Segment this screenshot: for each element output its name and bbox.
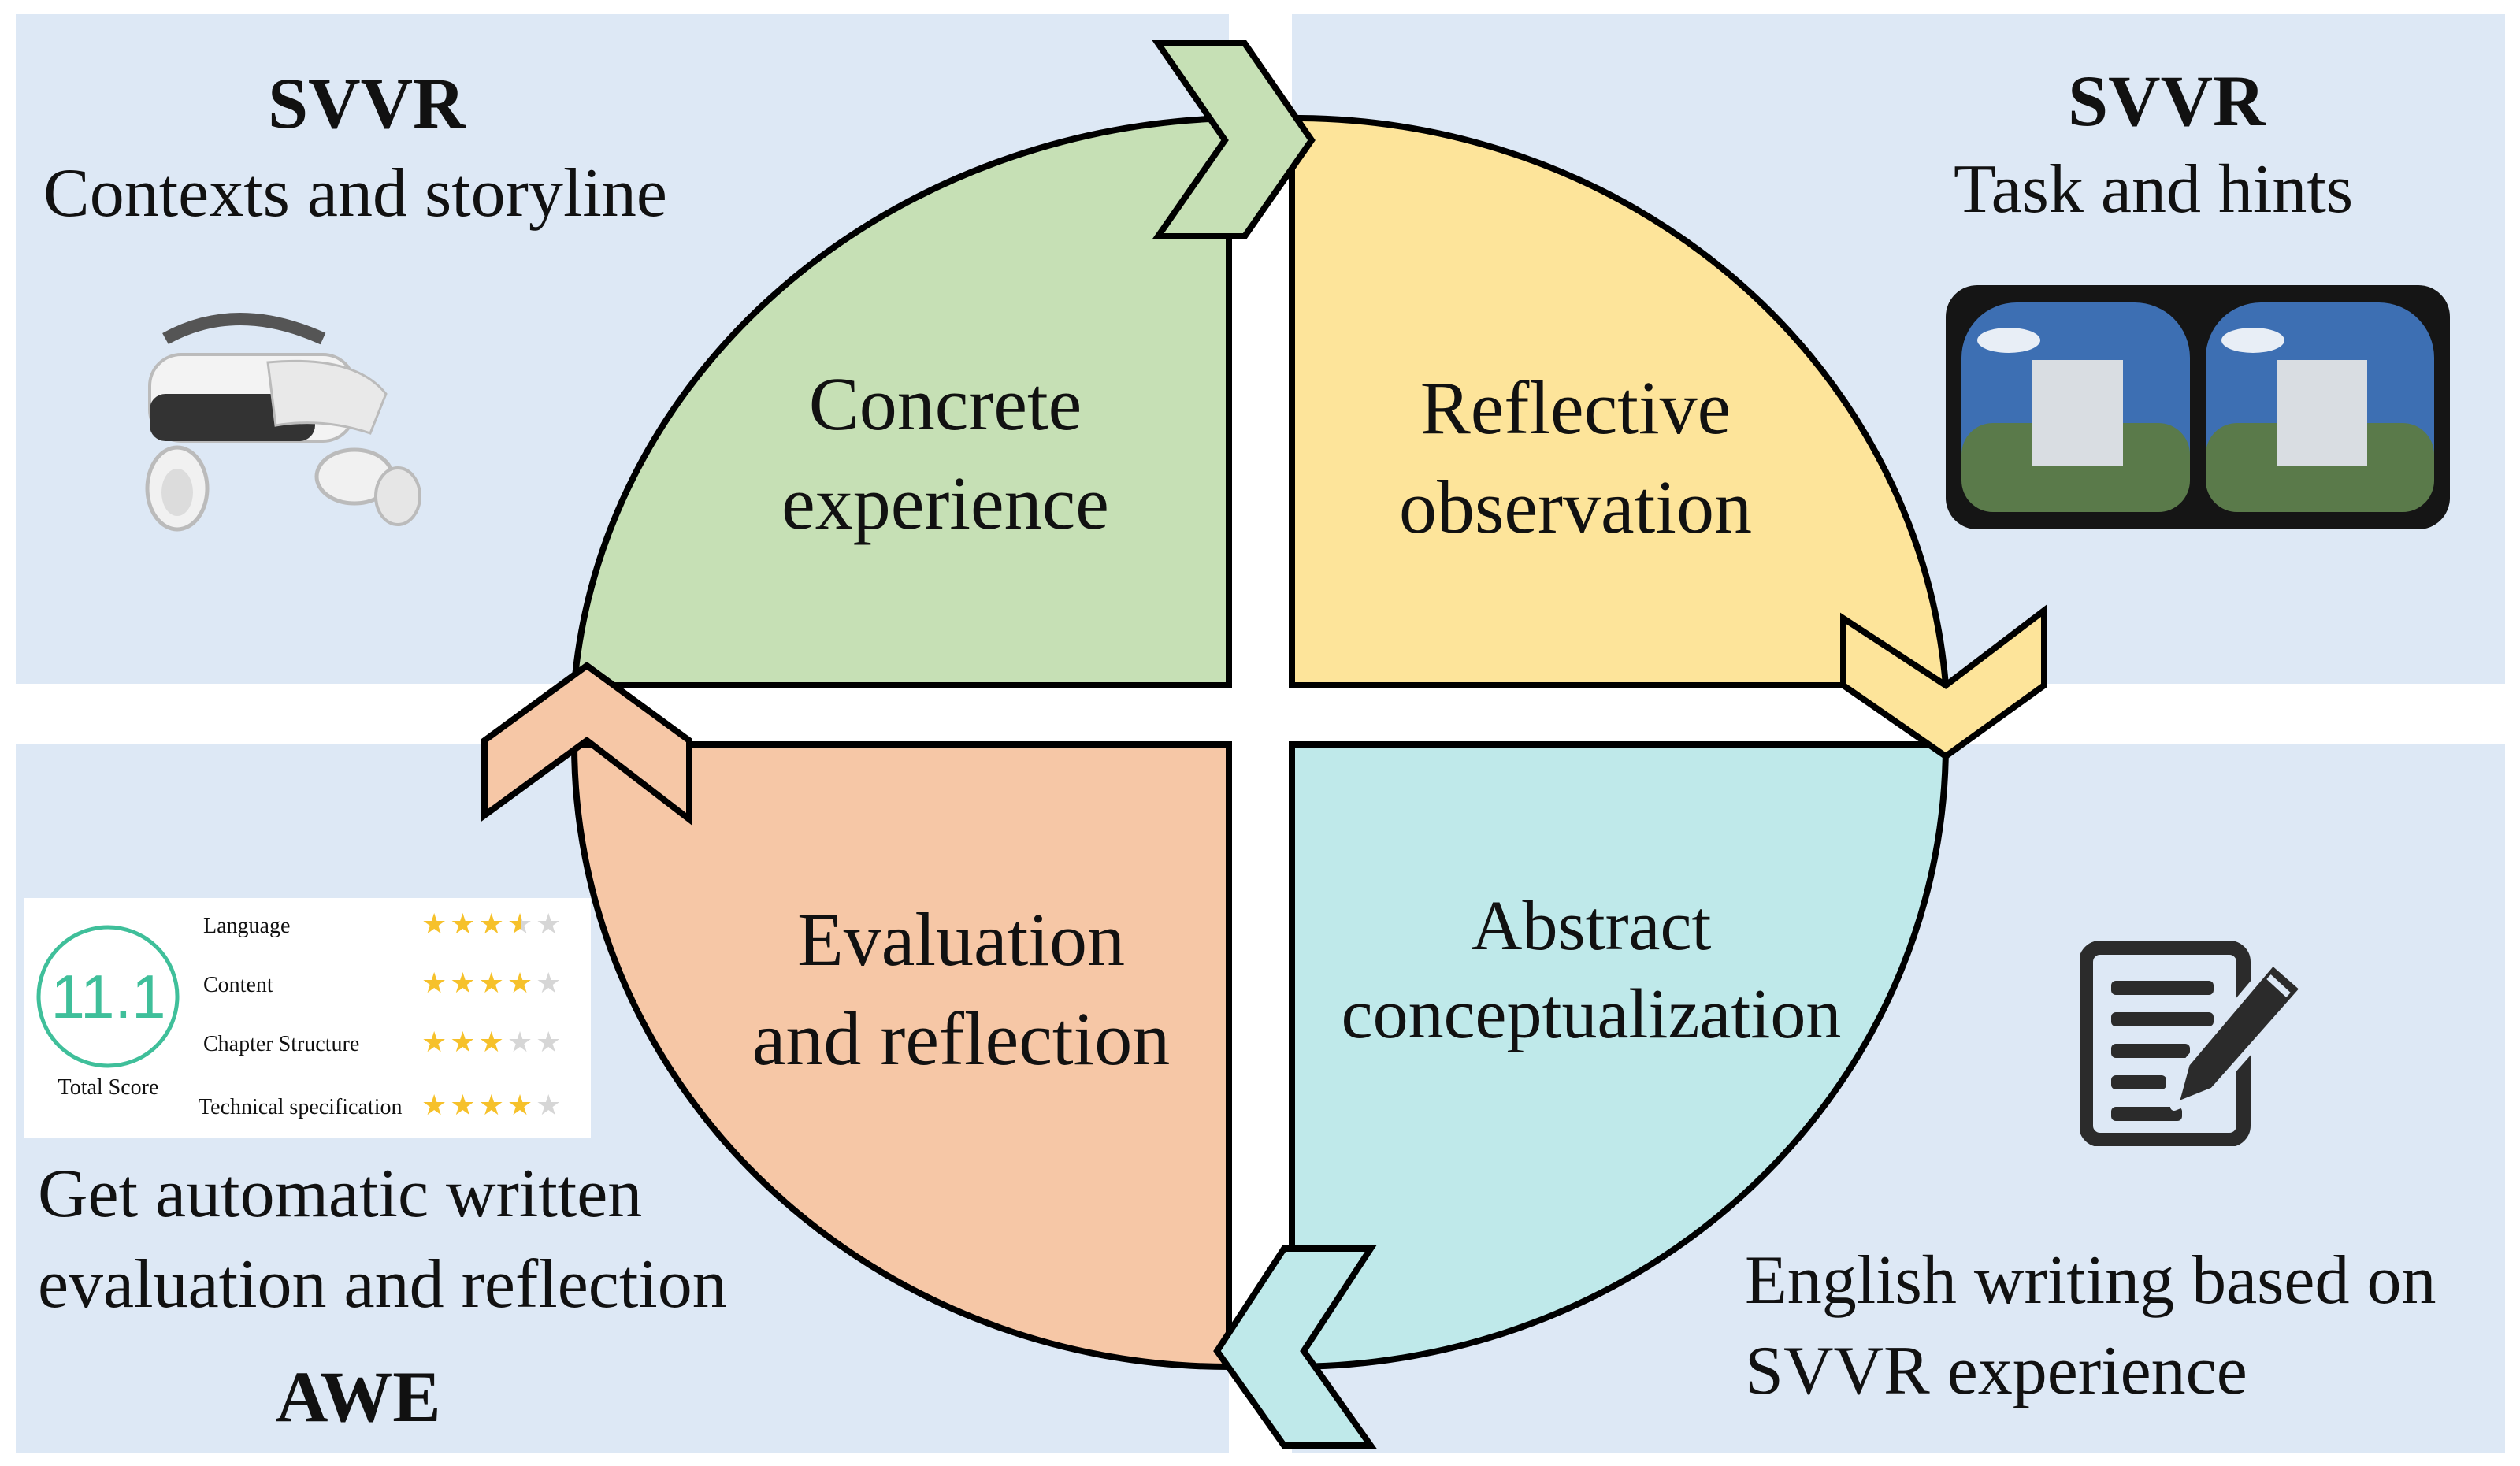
star-icon: ★ xyxy=(536,908,565,940)
score-row-label: Language xyxy=(203,914,291,938)
star-icon: ★ xyxy=(536,967,565,999)
bottom-left-line2: evaluation and reflection xyxy=(38,1246,727,1323)
star-icon: ★ xyxy=(507,967,536,999)
awe-score-card: 11.1 Total Score Language★★★★★Content★★★… xyxy=(24,898,591,1138)
star-icon: ★ xyxy=(421,967,451,999)
star-icon: ★ xyxy=(507,1026,536,1058)
reflective-line2: observation xyxy=(1399,465,1752,549)
bottom-right-line1: English writing based on xyxy=(1745,1242,2436,1319)
arrow-bottom-chevron xyxy=(1213,1245,1377,1449)
score-ring xyxy=(36,925,180,1068)
star-icon: ★ xyxy=(478,1026,507,1058)
star-icon: ★ xyxy=(507,1089,536,1121)
star-icon: ★ xyxy=(421,1026,451,1058)
star-icon: ★ xyxy=(450,967,479,999)
arrow-top-chevron xyxy=(1152,40,1316,239)
score-row-stars: ★★★★★ xyxy=(421,1089,564,1122)
top-left-subtitle: Contexts and storyline xyxy=(43,155,667,232)
evaluation-line1: Evaluation xyxy=(797,897,1125,982)
quadrant-reflective-observation xyxy=(1289,114,1950,688)
arrow-left-chevron xyxy=(481,662,692,826)
abstract-line1: Abstract xyxy=(1471,887,1712,965)
star-icon: ★ xyxy=(450,1026,479,1058)
star-icon: ★ xyxy=(536,1089,565,1121)
concrete-line1: Concrete xyxy=(808,362,1082,446)
star-icon: ★ xyxy=(478,1089,507,1121)
writing-document-pencil-icon xyxy=(2080,941,2308,1146)
arrow-right-chevron xyxy=(1840,603,2047,760)
abstract-conceptualization-label: Abstract conceptualization xyxy=(1308,882,1875,1059)
total-score-value: 11.1 xyxy=(50,962,166,1031)
vr-headset-icon xyxy=(145,313,421,532)
score-row-stars: ★★★★★ xyxy=(421,907,564,941)
quadrant-concrete-experience xyxy=(570,114,1232,688)
bottom-right-line2: SVVR experience xyxy=(1745,1333,2247,1409)
quadrant-evaluation-reflection xyxy=(570,741,1232,1371)
concrete-line2: experience xyxy=(781,461,1109,545)
abstract-line2: conceptualization xyxy=(1341,975,1842,1053)
star-icon: ★ xyxy=(478,908,507,940)
vr-stereo-screenshot xyxy=(1946,285,2450,529)
total-score-label: Total Score xyxy=(58,1075,159,1100)
evaluation-reflection-label: Evaluation and reflection xyxy=(709,890,1213,1089)
score-row-stars: ★★★★★ xyxy=(421,967,564,1000)
star-icon: ★ xyxy=(450,908,479,940)
reflective-line1: Reflective xyxy=(1420,366,1731,450)
star-icon: ★ xyxy=(421,908,451,940)
star-icon: ★ xyxy=(450,1089,479,1121)
bottom-left-line1: Get automatic written xyxy=(38,1156,643,1232)
reflective-observation-label: Reflective observation xyxy=(1339,358,1812,557)
evaluation-line2: and reflection xyxy=(752,997,1171,1081)
star-icon: ★ xyxy=(536,1026,565,1058)
score-row-label: Chapter Structure xyxy=(203,1032,360,1056)
star-icon: ★ xyxy=(478,967,507,999)
bottom-left-title: AWE xyxy=(276,1357,441,1437)
top-right-subtitle: Task and hints xyxy=(1954,151,2354,228)
star-icon: ★ xyxy=(507,908,536,940)
top-left-title: SVVR xyxy=(268,63,466,143)
quadrant-abstract-conceptualization xyxy=(1289,741,1950,1371)
concrete-experience-label: Concrete experience xyxy=(709,354,1182,553)
score-row-label: Content xyxy=(203,973,273,997)
star-icon: ★ xyxy=(421,1089,451,1121)
score-row-stars: ★★★★★ xyxy=(421,1026,564,1059)
top-right-title: SVVR xyxy=(2068,61,2266,141)
score-row-label: Technical specification xyxy=(199,1095,403,1119)
